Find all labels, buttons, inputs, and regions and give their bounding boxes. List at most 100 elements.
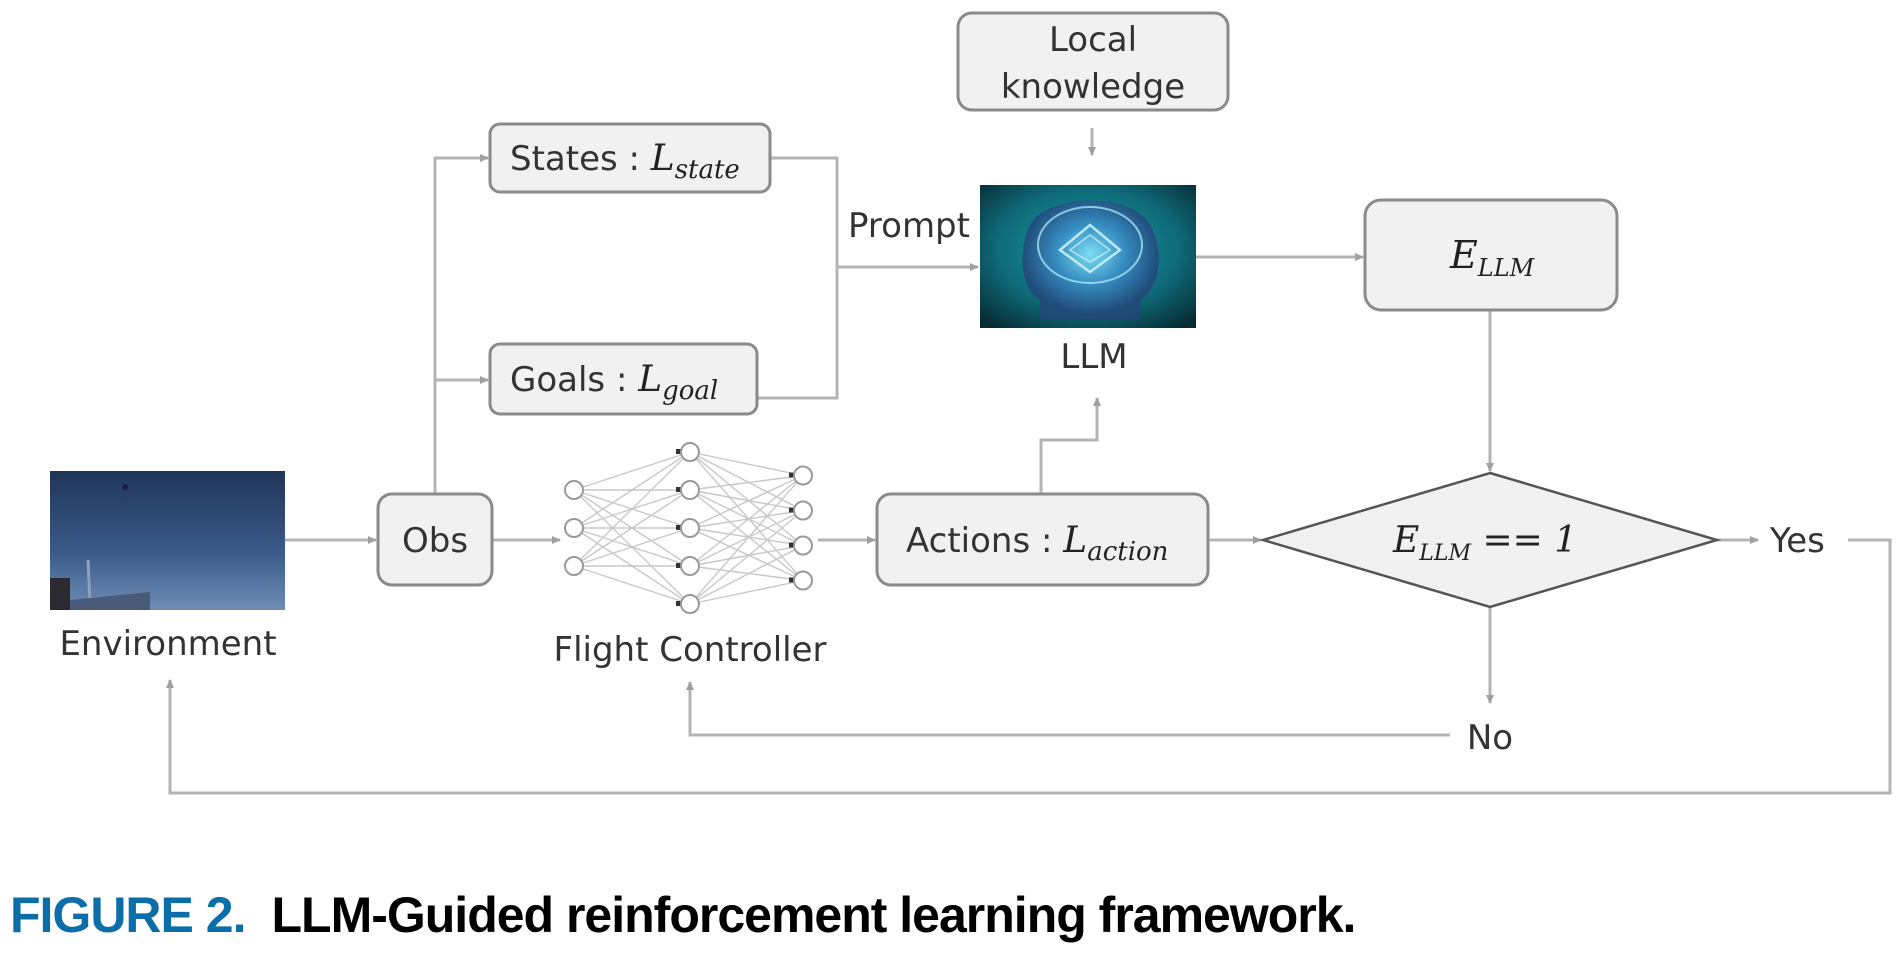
actions-label: Actions : Laction xyxy=(906,520,1168,567)
flight-controller-label: Flight Controller xyxy=(554,630,827,670)
connectors xyxy=(166,128,1892,795)
nn-input-dot xyxy=(676,449,681,454)
nn-input-dot xyxy=(789,507,794,513)
states-math: L xyxy=(650,138,675,179)
nn-edge xyxy=(573,451,691,529)
nn-edge xyxy=(689,527,804,547)
figure-caption: FIGURE 2. LLM-Guided reinforcement learni… xyxy=(10,886,1356,944)
nn-input-dot xyxy=(676,563,681,568)
obs-label: Obs xyxy=(402,521,468,561)
nn-edge xyxy=(573,451,691,567)
goals-math: L xyxy=(637,359,662,400)
nn-neuron xyxy=(793,535,813,556)
nn-neuron xyxy=(564,556,584,576)
nn-edge xyxy=(573,489,691,567)
flight-controller-node: Flight Controller xyxy=(554,442,827,670)
goals-box xyxy=(488,342,759,416)
decision-math: E xyxy=(1392,520,1419,561)
evaluation-math: E xyxy=(1449,233,1478,277)
goals-label: Goals : Lgoal xyxy=(510,359,718,406)
states-label: States : Lstate xyxy=(510,138,740,185)
nn-edge xyxy=(689,451,804,477)
nn-edge xyxy=(689,489,804,512)
nn-edge xyxy=(573,451,691,491)
nn-edge xyxy=(573,565,691,605)
decision-node: ELLM == 1 xyxy=(1258,471,1722,609)
obs-node: Obs xyxy=(376,492,494,587)
arrow-obs-to-states xyxy=(433,154,489,494)
nn-edge xyxy=(689,475,804,605)
nn-edge xyxy=(689,474,804,529)
evaluation-node: ELLM xyxy=(1363,198,1619,312)
nn-edge xyxy=(689,509,804,605)
actions-text: Actions : xyxy=(906,521,1063,561)
actions-math: L xyxy=(1062,520,1087,561)
actions-box xyxy=(875,492,1210,587)
nn-input-dot xyxy=(676,525,681,530)
nn-neuron xyxy=(680,480,700,500)
local-knowledge-node: Local knowledge xyxy=(956,11,1230,112)
nn-input-dot xyxy=(676,601,681,606)
goals-subscript: goal xyxy=(662,376,718,406)
llm-node: LLM xyxy=(980,185,1196,377)
prompt-merge-line xyxy=(757,156,839,400)
nn-edge xyxy=(689,451,804,547)
evaluation-label: ELLM xyxy=(1449,233,1536,282)
llm-label: LLM xyxy=(1060,337,1127,377)
prompt-label: Prompt xyxy=(848,206,970,246)
nn-neuron xyxy=(793,465,813,486)
goals-text: Goals : xyxy=(510,360,638,400)
nn-edge xyxy=(689,565,804,582)
actions-subscript: action xyxy=(1087,537,1168,567)
arrow-no-to-controller xyxy=(686,681,1450,737)
obs-box xyxy=(376,492,494,587)
actions-node: Actions : Laction xyxy=(875,492,1210,587)
arrow-yes-to-environment xyxy=(166,538,1892,795)
brain-image xyxy=(980,185,1196,328)
arrow-actions-to-llm xyxy=(1039,397,1101,494)
states-text: States : xyxy=(510,139,651,179)
states-box xyxy=(488,122,772,194)
decision-label: ELLM == 1 xyxy=(1392,520,1577,566)
sky-photo-image xyxy=(50,471,285,610)
no-label: No xyxy=(1467,718,1513,758)
decision-diamond xyxy=(1258,471,1722,609)
environment-label: Environment xyxy=(59,624,276,664)
nn-input-dot xyxy=(789,577,794,583)
decision-subscript: LLM xyxy=(1418,541,1471,566)
figure-number: FIGURE 2. xyxy=(10,887,246,943)
nn-neuron xyxy=(680,442,700,462)
local-knowledge-box xyxy=(956,11,1230,112)
yes-label: Yes xyxy=(1769,521,1825,561)
nn-neuron xyxy=(680,518,700,538)
nn-edge xyxy=(689,544,804,567)
states-node: States : Lstate xyxy=(488,122,772,194)
local-knowledge-line2: knowledge xyxy=(1001,67,1185,107)
nn-edge xyxy=(689,579,804,605)
nn-edge xyxy=(689,451,804,512)
nn-input-dot xyxy=(789,472,794,478)
environment-node: Environment xyxy=(50,471,285,664)
local-knowledge-line1: Local xyxy=(1049,20,1137,60)
decision-condition: == 1 xyxy=(1471,520,1577,561)
nn-edge xyxy=(573,527,691,567)
nn-edge xyxy=(689,544,804,605)
nn-edge xyxy=(689,474,804,491)
nn-neuron xyxy=(680,556,700,576)
states-subscript: state xyxy=(675,155,740,185)
goals-node: Goals : Lgoal xyxy=(488,342,759,416)
nn-edge xyxy=(689,509,804,529)
nn-neuron xyxy=(793,500,813,521)
nn-input-dot xyxy=(789,542,794,548)
figure-title: LLM-Guided reinforcement learning framew… xyxy=(271,887,1356,943)
nn-neuron xyxy=(793,570,813,591)
nn-neuron xyxy=(564,480,584,500)
nn-neuron xyxy=(680,594,700,614)
nn-edge xyxy=(689,489,804,547)
nn-edge xyxy=(689,489,804,582)
nn-input-dot xyxy=(676,487,681,492)
evaluation-box xyxy=(1363,198,1619,312)
nn-edge xyxy=(689,527,804,582)
nn-edge xyxy=(689,451,804,581)
